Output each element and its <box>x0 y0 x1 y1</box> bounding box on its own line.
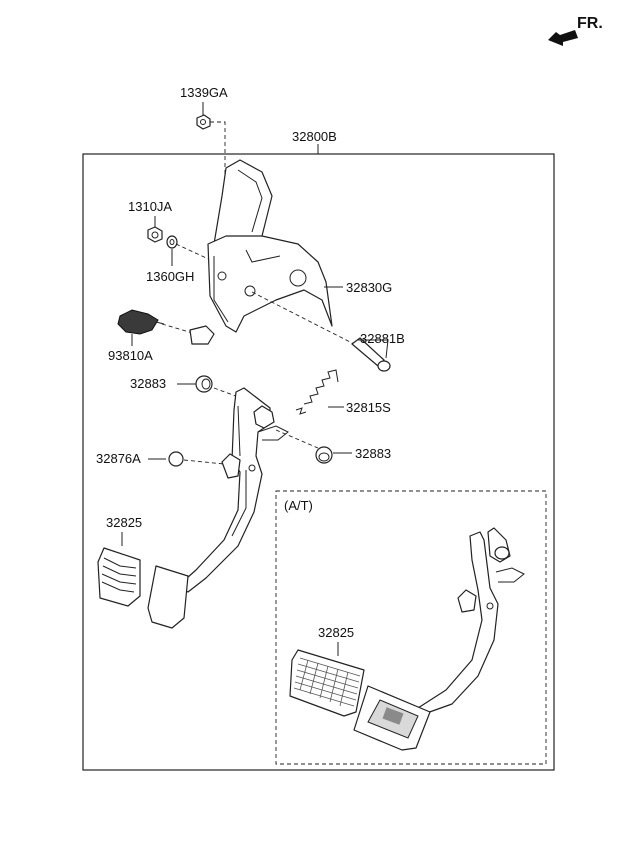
pedal-pad-at <box>353 685 431 751</box>
front-direction-indicator: FR. <box>548 15 603 46</box>
direction-label: FR. <box>577 15 603 32</box>
part-label-32825-mt: 32825 <box>106 515 142 530</box>
nut-top <box>196 114 211 130</box>
at-section-label: (A/T) <box>284 498 313 513</box>
part-label-32815S: 32815S <box>346 400 391 415</box>
part-label-1339GA: 1339GA <box>180 85 228 100</box>
part-label-32830G: 32830G <box>346 280 392 295</box>
part-label-1360GH: 1360GH <box>146 269 194 284</box>
stop-lamp-switch <box>117 309 165 335</box>
pivot-pin <box>351 337 391 372</box>
part-label-32881B: 32881B <box>360 331 405 346</box>
bushing-left <box>195 375 213 393</box>
assembly-label: 32800B <box>292 129 337 144</box>
part-label-93810A: 93810A <box>108 348 153 363</box>
arrow-icon <box>548 30 578 46</box>
pedal-bracket <box>207 159 333 333</box>
part-label-32825-at: 32825 <box>318 625 354 640</box>
part-label-32883-left: 32883 <box>130 376 166 391</box>
switch-mount <box>189 325 215 345</box>
pedal-pad-mt <box>147 565 189 629</box>
part-label-1310JA: 1310JA <box>128 199 172 214</box>
washer <box>166 235 178 249</box>
part-label-32876A: 32876A <box>96 451 141 466</box>
pedal-pad-rubber-mt <box>97 547 141 607</box>
bushing-right <box>315 446 333 464</box>
stopper <box>168 451 184 467</box>
at-section-frame <box>275 490 547 765</box>
pedal-pad-rubber-at <box>289 649 365 717</box>
brake-pedal-arm-at <box>417 527 525 715</box>
return-spring <box>295 369 339 415</box>
brake-pedal-arm-mt <box>177 387 289 593</box>
nut-left <box>147 226 163 243</box>
part-label-32883-right: 32883 <box>355 446 391 461</box>
